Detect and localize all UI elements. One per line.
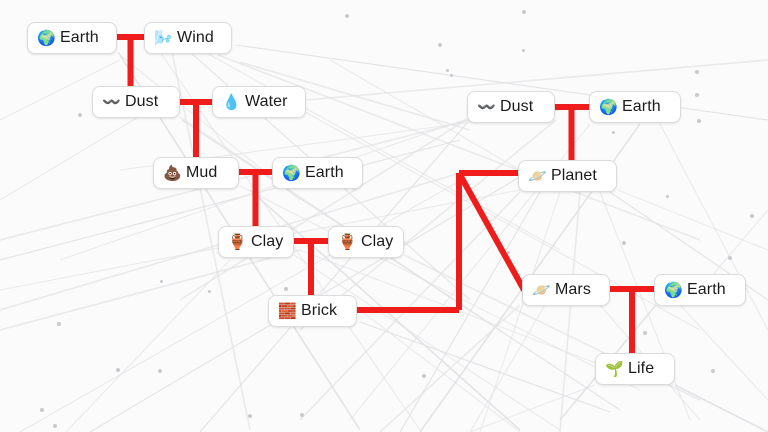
web-line	[559, 191, 581, 432]
star-dot	[78, 113, 82, 117]
star-dot	[711, 369, 715, 373]
star-dot	[116, 368, 120, 372]
craft-node-dust-2[interactable]: 〰️Dust	[467, 91, 555, 123]
brick-icon: 🧱	[278, 302, 297, 320]
star-dot	[458, 212, 462, 216]
dust-wave-icon: 〰️	[477, 98, 496, 116]
star-dot	[422, 374, 426, 378]
star-dot	[345, 14, 349, 18]
star-dot	[418, 308, 422, 312]
star-dot	[522, 10, 526, 14]
craft-node-label: Dust	[500, 98, 534, 115]
earth-globe-icon: 🌍	[282, 164, 301, 182]
craft-node-earth-1[interactable]: 🌍Earth	[27, 22, 117, 54]
star-dot	[445, 68, 449, 72]
craft-node-life-1[interactable]: 🌱Life	[595, 353, 675, 385]
craft-node-label: Wind	[177, 29, 214, 46]
web-line	[293, 254, 561, 431]
web-line	[19, 174, 471, 432]
planet-icon: 🪐	[532, 281, 551, 299]
craft-node-wind-1[interactable]: 🌬️Wind	[144, 22, 232, 54]
star-dot	[728, 256, 732, 260]
craft-node-brick-1[interactable]: 🧱Brick	[268, 295, 357, 327]
star-dot	[750, 214, 754, 218]
web-line	[359, 309, 521, 432]
star-dot	[697, 119, 701, 123]
star-dot	[57, 322, 61, 326]
web-line	[0, 249, 301, 331]
water-droplet-icon: 💧	[222, 93, 241, 111]
star-dot	[695, 93, 699, 97]
seedling-icon: 🌱	[605, 360, 624, 378]
web-line	[617, 189, 768, 251]
craft-node-water-1[interactable]: 💧Water	[212, 86, 306, 118]
craft-node-label: Water	[245, 93, 288, 110]
web-line	[179, 119, 467, 301]
mud-pile-icon: 💩	[163, 164, 182, 182]
dust-wave-icon: 〰️	[102, 93, 121, 111]
craft-node-label: Mud	[186, 164, 218, 181]
star-dot	[611, 130, 615, 134]
star-dot	[695, 70, 699, 74]
craft-node-mars-1[interactable]: 🪐Mars	[522, 274, 610, 306]
craft-node-label: Earth	[622, 98, 661, 115]
earth-globe-icon: 🌍	[664, 281, 683, 299]
star-dot	[300, 413, 304, 417]
star-dot	[207, 289, 211, 293]
planet-icon: 🪐	[528, 167, 547, 185]
star-dot	[53, 424, 57, 428]
craft-node-earth-3[interactable]: 🌍Earth	[589, 91, 681, 123]
star-dot	[622, 241, 626, 245]
craft-node-clay-1[interactable]: 🏺Clay	[218, 226, 294, 258]
web-line	[399, 191, 541, 432]
web-line	[479, 191, 561, 432]
web-line	[0, 109, 151, 201]
star-dot	[643, 331, 647, 335]
craft-node-mud-1[interactable]: 💩Mud	[153, 157, 239, 189]
star-dot	[438, 43, 442, 47]
web-line	[469, 384, 596, 432]
web-line	[599, 191, 691, 421]
craft-node-label: Earth	[305, 164, 344, 181]
earth-globe-icon: 🌍	[599, 98, 618, 116]
earth-globe-icon: 🌍	[37, 29, 56, 47]
star-dot	[40, 408, 44, 412]
craft-node-label: Brick	[301, 302, 338, 319]
craft-node-dust-1[interactable]: 〰️Dust	[92, 86, 180, 118]
star-dot	[449, 73, 453, 77]
clay-pot-icon: 🏺	[228, 233, 247, 251]
web-line	[204, 51, 561, 251]
web-line	[304, 111, 701, 331]
craft-node-earth-4[interactable]: 🌍Earth	[654, 274, 746, 306]
star-dot	[521, 48, 525, 52]
star-dot	[159, 279, 163, 283]
web-line	[65, 259, 231, 432]
star-dot	[506, 250, 510, 254]
web-line	[359, 321, 611, 413]
recipe-link	[456, 171, 527, 292]
craft-node-clay-2[interactable]: 🏺Clay	[328, 226, 404, 258]
craft-node-label: Dust	[125, 93, 159, 110]
craft-node-label: Earth	[687, 281, 726, 298]
craft-node-label: Clay	[251, 233, 284, 250]
star-dot	[284, 287, 288, 291]
wind-icon: 🌬️	[154, 29, 173, 47]
craft-node-label: Mars	[555, 281, 591, 298]
craft-node-label: Planet	[551, 167, 597, 184]
web-line	[469, 304, 546, 432]
clay-pot-icon: 🏺	[338, 233, 357, 251]
craft-node-earth-2[interactable]: 🌍Earth	[272, 157, 363, 189]
star-dot	[248, 414, 252, 418]
craft-node-label: Life	[628, 360, 655, 377]
craft-node-label: Earth	[60, 29, 99, 46]
web-line	[679, 304, 768, 401]
star-dot	[158, 369, 162, 373]
star-dot	[665, 194, 669, 198]
craft-node-planet-1[interactable]: 🪐Planet	[518, 160, 617, 192]
web-line	[674, 384, 768, 432]
craft-node-label: Clay	[361, 233, 394, 250]
web-line	[379, 304, 521, 432]
